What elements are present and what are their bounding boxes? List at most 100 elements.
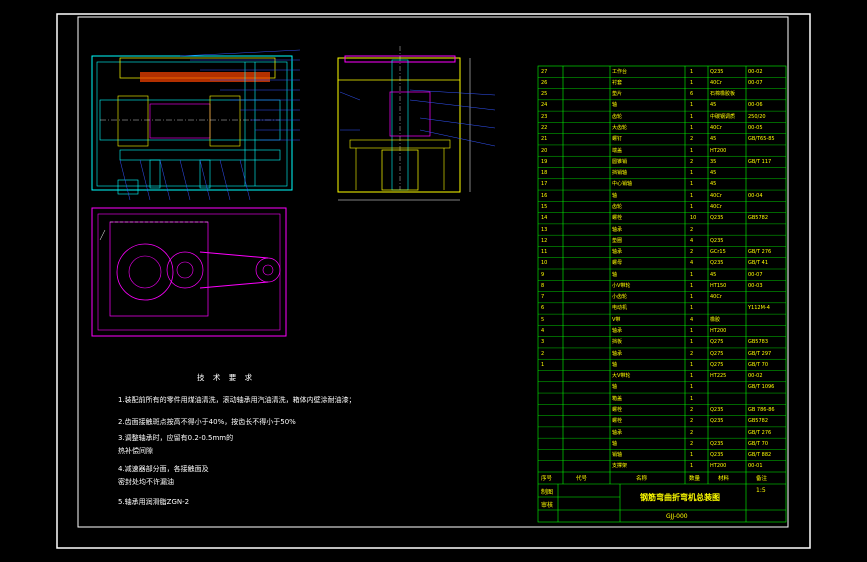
bom-cell-mat: 橡胶 [710, 316, 721, 323]
drawn-by-label: 制图 [541, 489, 554, 496]
bom-cell-qty: 2 [690, 136, 694, 143]
bom-cell-qty: 4 [690, 316, 694, 323]
bom-cell-qty: 4 [690, 237, 694, 244]
bom-cell-name: 电动机 [612, 305, 628, 312]
bom-cell-no: 26 [541, 79, 548, 86]
bom-cell-name: 齿轮 [612, 113, 623, 120]
bom-cell-name: 轴承 [612, 429, 623, 436]
bom-cell-name: V带 [612, 316, 621, 323]
bom-cell-note: 00-06 [748, 102, 763, 109]
bom-header-note: 备注 [756, 476, 768, 482]
bom-cell-note: GB/T 117 [748, 158, 772, 165]
bom-cell-name: 螺栓 [612, 418, 623, 425]
bom-cell-mat: Q235 [710, 452, 724, 459]
bom-cell-qty: 1 [690, 68, 694, 75]
side-view [337, 46, 471, 201]
bom-cell-name: 箱盖 [612, 395, 623, 402]
bom-cell-note: GB5782 [748, 215, 769, 222]
bom-cell-qty: 1 [690, 113, 694, 120]
bom-cell-name: 轴 [612, 440, 618, 447]
bom-cell-note: 00-07 [748, 79, 763, 86]
bom-cell-name: 圆锥销 [612, 158, 628, 165]
bom-cell-mat: 40Cr [710, 203, 722, 210]
bom-cell-name: 工作台 [612, 68, 628, 75]
bom-cell-note: 00-03 [748, 282, 763, 289]
bom-cell-note: 00-04 [748, 192, 763, 199]
bom-cell-qty: 1 [690, 463, 694, 470]
bom-cell-mat: 35 [710, 158, 717, 165]
bom-cell-note: GB/T65-85 [748, 136, 775, 143]
bom-cell-name: 轴承 [612, 328, 623, 335]
bom-cell-mat: Q275 [710, 350, 724, 357]
bom-cell-qty: 1 [690, 328, 694, 335]
bom-cell-qty: 1 [690, 294, 694, 301]
checked-by-label: 审核 [541, 502, 554, 509]
bom-cell-name: 螺栓 [612, 406, 623, 413]
bom-cell-no: 21 [541, 136, 548, 143]
bom-cell-no: 15 [541, 203, 548, 210]
bom-cell-note: GB/T 297 [748, 350, 772, 357]
bom-cell-qty: 4 [690, 260, 694, 267]
bom-cell-qty: 2 [690, 226, 694, 233]
bom-cell-qty: 1 [690, 361, 694, 368]
bom-cell-note: 250/20 [748, 113, 766, 120]
bom-cell-name: 端盖 [612, 147, 623, 154]
bom-cell-name: 小V带轮 [612, 282, 631, 289]
bom-cell-no: 17 [541, 181, 548, 188]
bom-header-material: 材料 [718, 476, 730, 482]
bom-cell-name: 大齿轮 [612, 125, 628, 132]
bom-cell-qty: 1 [690, 203, 694, 210]
bom-cell-qty: 1 [690, 452, 694, 459]
bom-cell-qty: 1 [690, 339, 694, 346]
bom-cell-no: 8 [541, 282, 545, 289]
bom-cell-qty: 2 [690, 158, 694, 165]
bom-cell-name: 轴 [612, 192, 618, 199]
bom-cell-name: 小齿轮 [612, 294, 628, 301]
bom-cell-mat: 40Cr [710, 125, 722, 132]
bom-header-qty: 数量 [689, 476, 701, 482]
bom-cell-mat: 45 [710, 170, 717, 177]
bom-cell-note: GB/T 1096 [748, 384, 775, 391]
bom-cell-mat: HT200 [710, 463, 727, 470]
bom-cell-qty: 1 [690, 282, 694, 289]
bom-cell-no: 25 [541, 91, 548, 98]
bom-cell-name: 螺钉 [612, 136, 623, 143]
bom-cell-qty: 1 [690, 181, 694, 188]
bom-cell-no: 22 [541, 125, 548, 132]
bom-cell-mat: Q235 [710, 418, 724, 425]
bom-cell-mat: HT200 [710, 328, 727, 335]
bom-cell-no: 14 [541, 215, 548, 222]
bom-cell-mat: Q235 [710, 440, 724, 447]
bom-cell-no: 5 [541, 316, 545, 323]
bom-cell-name: 挡销轴 [612, 170, 628, 177]
bom-cell-name: 垫圈 [612, 237, 623, 244]
bom-cell-mat: Q235 [710, 215, 724, 222]
bom-cell-note: 00-05 [748, 125, 763, 132]
bom-cell-qty: 1 [690, 170, 694, 177]
bom-cell-mat: 45 [710, 102, 717, 109]
bom-cell-qty: 1 [690, 147, 694, 154]
bom-cell-mat: GCr15 [710, 249, 726, 256]
bom-cell-no: 19 [541, 158, 548, 165]
bom-header-code: 代号 [576, 476, 588, 482]
bom-cell-no: 10 [541, 260, 548, 267]
bom-cell-mat: 石棉橡胶板 [710, 91, 736, 98]
bom-cell-name: 齿轮 [612, 203, 623, 210]
bom-cell-name: 轴 [612, 271, 618, 278]
bom-cell-qty: 6 [690, 91, 694, 98]
inner-drawing-border [77, 16, 789, 528]
bom-cell-mat: 45 [710, 271, 717, 278]
bom-cell-no: 24 [541, 102, 548, 109]
bom-cell-mat: 40Cr [710, 79, 722, 86]
bom-cell-note: 00-01 [748, 463, 763, 470]
front-view-leader-lines [119, 49, 301, 201]
bom-cell-qty: 1 [690, 271, 694, 278]
bom-cell-no: 20 [541, 147, 548, 154]
bom-cell-no: 7 [541, 294, 545, 301]
bom-cell-qty: 1 [690, 395, 694, 402]
bom-cell-note: GB/T 41 [748, 260, 768, 267]
bom-cell-note: GB 786-86 [748, 406, 775, 413]
bom-cell-name: 螺母 [612, 260, 623, 267]
bom-cell-mat: Q235 [710, 260, 724, 267]
bom-cell-qty: 2 [690, 249, 694, 256]
